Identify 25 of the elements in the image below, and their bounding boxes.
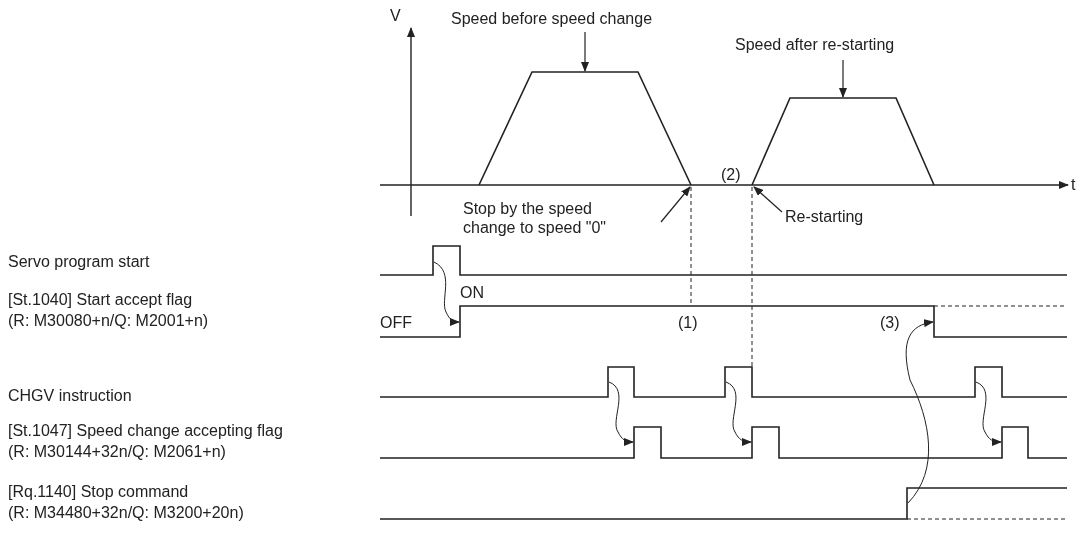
leader-line	[753, 186, 783, 213]
signal-name: [Rq.1140] Stop command	[8, 482, 189, 502]
axis-label: V	[390, 6, 401, 26]
step-number: (1)	[678, 313, 698, 333]
step-number: (3)	[880, 313, 900, 333]
state-label: OFF	[380, 313, 412, 333]
signal-address: (R: M30080+n/Q: M2001+n)	[8, 311, 209, 331]
signal-address: (R: M30144+32n/Q: M2061+n)	[8, 442, 226, 462]
callout-text: Speed before speed change	[451, 9, 653, 29]
signal-address: (R: M34480+32n/Q: M3200+20n)	[8, 503, 244, 523]
state-label: ON	[460, 283, 484, 303]
speed-profile-curve	[751, 97, 935, 186]
step-number: (2)	[721, 165, 741, 185]
callout-text: Stop by the speed change to speed "0"	[463, 199, 628, 238]
leader-line	[839, 59, 847, 98]
leader-line	[581, 31, 589, 72]
signal-name: [St.1047] Speed change accepting flag	[8, 421, 283, 441]
callout-text: Speed after re-starting	[735, 35, 895, 55]
signal-name: Servo program start	[8, 252, 150, 272]
callout-text: Re-starting	[785, 207, 864, 227]
signal-name: CHGV instruction	[8, 386, 132, 406]
signal-name: [St.1040] Start accept flag	[8, 290, 193, 310]
speed-profile-curve	[478, 71, 692, 186]
axis-label: t	[1071, 175, 1076, 195]
leader-line	[660, 186, 691, 223]
